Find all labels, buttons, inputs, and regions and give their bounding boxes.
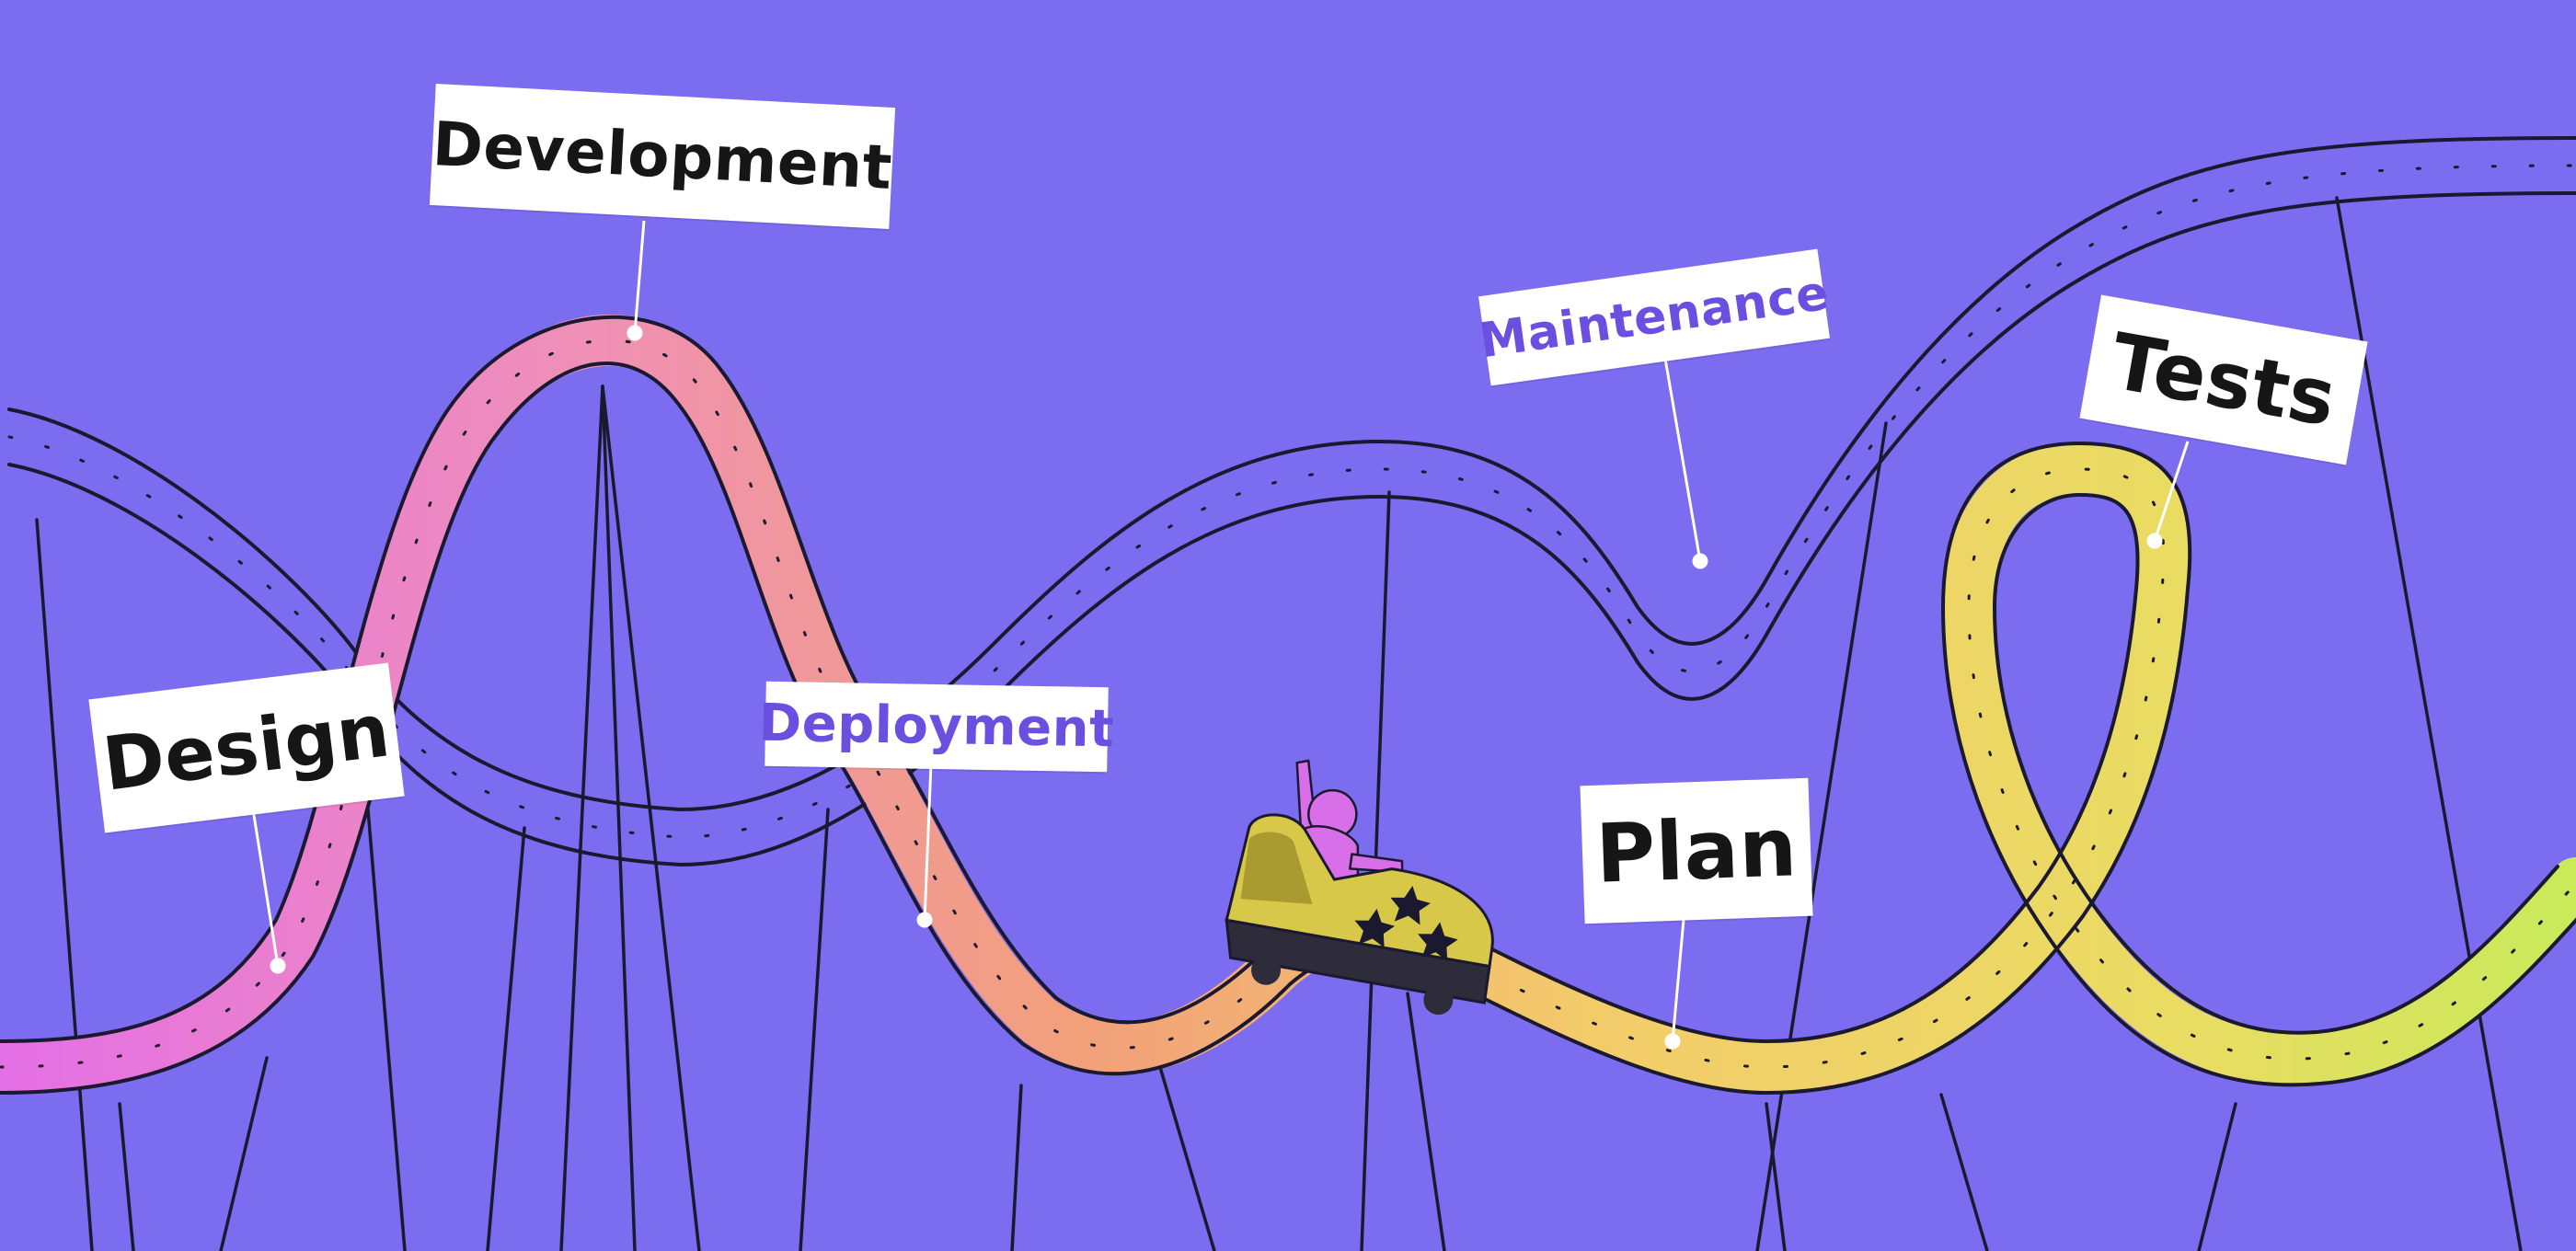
label-design-text: Design [98,687,395,808]
support-beam [601,384,701,1251]
leader-dot-design [270,958,286,974]
star-icon [1390,885,1431,925]
support-beam [1765,1102,1787,1251]
leader-dot-tests [2146,533,2163,549]
front-track [0,314,2576,1096]
car-wheel [1251,955,1282,985]
support-beam [1939,1093,1989,1251]
label-deployment-text: Deployment [758,693,1115,760]
label-deployment: Deployment [758,681,1115,773]
coaster-car [1225,759,1494,1016]
support-beam [1010,1084,1023,1251]
leader-design [251,809,280,967]
label-development: Development [429,84,896,229]
label-leaders [251,220,2190,1050]
label-plan: Plan [1580,777,1813,924]
support-beam [1406,992,1446,1251]
support-beam [219,1056,269,1251]
back-track [7,136,2576,867]
back-track-ties [7,164,2576,839]
back-track-rail-bottom [7,191,2576,867]
star-icon [1354,908,1396,948]
back-track-rail-top [7,136,2576,812]
support-beam [559,384,604,1251]
support-beam [118,1102,135,1251]
leader-dot-maintenance [1692,553,1708,569]
label-development-text: Development [431,108,894,204]
leader-tests [2153,441,2190,542]
car-stars [1354,885,1458,962]
label-plan-text: Plan [1593,799,1800,901]
front-track-band [0,314,2576,1093]
support-beams [35,196,2523,1251]
leader-dot-development [627,325,643,341]
leader-maintenance [1663,358,1702,562]
front-track-rail-outer [0,315,2559,1044]
support-beam [366,808,407,1251]
car-wheel [1423,985,1454,1016]
support-beam [2335,196,2523,1251]
leader-plan [1671,919,1685,1042]
leader-dot-deployment [916,912,933,928]
leader-development [633,220,646,334]
star-icon [1418,922,1458,962]
support-beam [601,384,637,1251]
support-beam [486,826,526,1251]
car-seat-shadow [1240,832,1313,905]
front-track-rail-inner [0,362,2576,1096]
leader-deployment [923,763,933,921]
leader-dot-plan [1664,1033,1681,1050]
support-beam [1755,421,1888,1251]
label-tests-text: Tests [2104,316,2343,444]
support-beam [2197,1102,2237,1251]
support-beam [799,808,830,1251]
support-beam [35,518,94,1251]
support-beam [1153,1047,1216,1251]
